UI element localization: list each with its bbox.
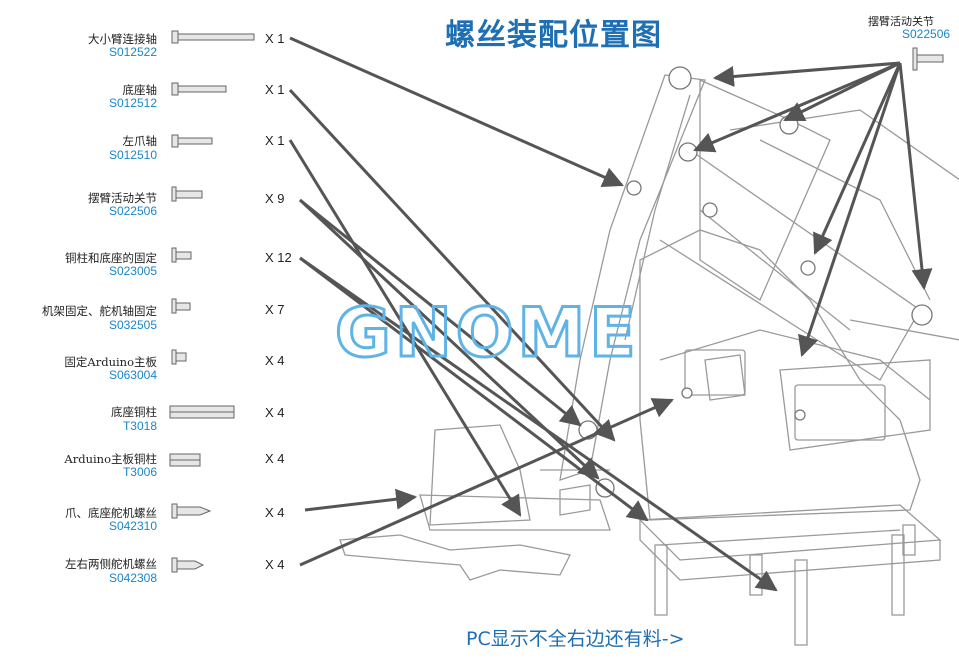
part-name: 固定Arduino主板	[64, 355, 157, 369]
corner-part-name: 摆臂活动关节	[868, 15, 934, 28]
corner-joint-screw-icon	[912, 47, 944, 71]
part-name: 机架固定、舵机轴固定	[42, 304, 157, 318]
part-name: 铜柱和底座的固定	[65, 251, 157, 265]
assembly-arrows	[288, 36, 933, 592]
part-name: 左爪轴	[122, 134, 158, 148]
part-name: 爪、底座舵机螺丝	[65, 506, 157, 520]
part-name: 底座铜柱	[111, 405, 157, 419]
part-quantity: X 4	[265, 557, 285, 572]
part-code: S012510	[108, 148, 157, 162]
long-standoff-icon	[169, 405, 235, 419]
part-quantity: X 9	[265, 191, 285, 206]
part-name: 左右两侧舵机螺丝	[65, 557, 157, 571]
hex-screw-icon	[171, 247, 192, 263]
part-quantity: X 4	[265, 405, 285, 420]
part-name: 大小臂连接轴	[88, 32, 157, 46]
part-quantity: X 1	[265, 82, 285, 97]
part-quantity: X 4	[265, 505, 285, 520]
corner-part-code: S022506	[902, 27, 951, 41]
part-code: S012522	[108, 45, 157, 59]
part-quantity: X 7	[265, 302, 285, 317]
short-axle-icon	[171, 134, 213, 148]
page-title: 螺丝装配位置图	[445, 18, 662, 53]
arm-screw-heads	[578, 66, 933, 498]
part-quantity: X 1	[265, 133, 285, 148]
part-code: S063004	[108, 368, 157, 382]
self-tapping-screw-short-icon	[171, 557, 205, 573]
short-standoff-icon	[169, 453, 201, 467]
part-code: S022506	[108, 204, 157, 218]
part-code: S042310	[108, 519, 157, 533]
small-screw-icon	[171, 298, 191, 314]
part-code: S032505	[108, 318, 157, 332]
part-code: T3006	[122, 465, 157, 479]
part-name: 摆臂活动关节	[88, 191, 157, 205]
part-quantity: X 4	[265, 353, 285, 368]
joint-screw-icon	[171, 186, 203, 202]
part-icons	[169, 30, 944, 573]
part-quantity: X 12	[265, 250, 292, 265]
part-quantity: X 1	[265, 31, 285, 46]
part-code: S023005	[108, 264, 157, 278]
part-name: 底座轴	[122, 83, 158, 97]
long-axle-icon	[171, 30, 255, 44]
robot-arm-outline	[339, 74, 959, 646]
watermark-logo: GNOME	[335, 294, 640, 373]
part-name: Arduino主板铜柱	[64, 452, 157, 466]
part-quantity: X 4	[265, 451, 285, 466]
part-code: T3018	[122, 419, 157, 433]
part-code: S042308	[108, 571, 157, 585]
medium-axle-icon	[171, 82, 227, 96]
self-tapping-screw-icon	[171, 503, 212, 519]
part-code: S012512	[108, 96, 157, 110]
footer-note: PC显示不全右边还有料->	[466, 628, 685, 650]
tiny-screw-icon	[171, 349, 187, 365]
